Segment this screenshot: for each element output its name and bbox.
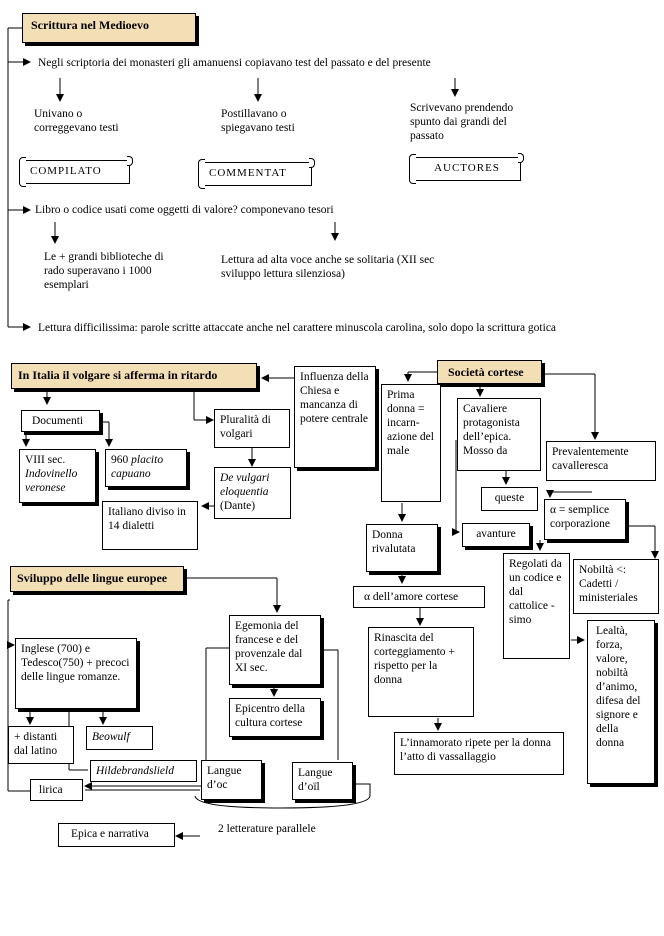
scriptoria-text: Negli scriptoria dei monasteri gli amanu… [38,57,431,69]
de-vulgari-label: De vulgari eloquentia [220,472,270,498]
semplice-box: α = semplice corporazione [544,499,626,540]
lingue-header: Sviluppo delle lingue europee [10,566,184,592]
title-header: Scrittura nel Medioevo [22,13,196,43]
egemonia-box: Egemonia del francese e del provenzale d… [229,615,321,685]
libro-text: Libro o codice usati come oggetti di val… [35,204,334,216]
lealta-box: Lealtà, forza, valore, nobiltà d’animo, … [587,620,655,784]
commentat-label: COMMENTAT [209,167,287,179]
documenti-box: Documenti [21,410,100,432]
auctores-scroll: AUCTORES [409,153,524,184]
compilato-label: COMPILATO [30,165,102,177]
langue-oil-box: Langue d’oïl [292,762,353,800]
amore-cortese-box: α dell’amore cortese [353,586,485,608]
compilato-scroll: COMPILATO [19,156,133,187]
de-vulgari-box: De vulgari eloquentia (Dante) [214,467,291,519]
langue-oc-box: Langue d’oc [201,760,262,800]
commentat-scroll: COMMENTAT [198,158,315,189]
influenza-box: Influenza della Chiesa e mancanza di pot… [294,366,376,468]
regolati-box: Regolati da un codice e dal cattolice -s… [503,553,570,659]
viii-sec-label: VIII sec. [25,454,66,466]
hildebrandslied-box: Hildebrandslield [90,760,197,782]
cavaliere-box: Cavaliere protagonista dell’epica. Mosso… [457,398,541,471]
italiano-box: Italiano diviso in 14 dialetti [102,501,198,550]
rinascita-box: Rinascita del corteggiamento + rispetto … [368,627,474,717]
innamorato-box: L’innamorato ripete per la donna l’atto … [394,732,564,775]
auctores-label: AUCTORES [434,162,500,174]
parallele-text: 2 letterature parallele [218,823,316,835]
nobilta-box: Nobiltà <: Cadetti / ministeriales [573,559,659,614]
queste-box: queste [481,487,538,511]
placito-label: placito capuano [111,454,164,480]
placito-number: 960 [111,454,129,466]
placito-box: 960 placito capuano [105,449,187,487]
pluralita-box: Pluralità di volgari [214,409,290,448]
distanti-box: + distanti dal latino [8,726,74,764]
lettura-alta-voce-text: Lettura ad alta voce anche se solitaria … [221,254,435,280]
epicentro-box: Epicentro della cultura cortese [229,698,321,737]
dante-label: (Dante) [220,500,256,512]
scrivevano-text: Scrivevano prendendo spunto dai grandi d… [410,102,514,142]
lirica-box: lirica [30,779,83,801]
prima-donna-box: Prima donna = incarn-azione del male [381,384,441,502]
prevalentemente-box: Prevalentemente cavalleresca [546,441,656,481]
epica-box: Epica e narrativa [58,823,175,847]
univano-text: Univano o correggevano testi [34,108,119,134]
beowulf-box: Beowulf [86,726,153,750]
societa-header: Società cortese [437,360,542,384]
lettura-difficile-text: Lettura difficilissima: parole scritte a… [38,322,557,334]
postillavano-text: Postillavano o spiegavano testi [221,108,295,134]
inglese-box: Inglese (700) e Tedesco(750) + precoci d… [15,638,137,709]
biblioteche-text: Le + grandi biblioteche di rado superava… [44,251,164,291]
indovinello-label: Indovinello veronese [25,468,78,494]
donna-rivalutata-box: Donna rivalutata [366,524,438,572]
italia-header: In Italia il volgare si afferma in ritar… [11,363,257,389]
indovinello-box: VIII sec. Indovinello veronese [19,449,96,503]
avanture-box: avanture [462,523,530,547]
